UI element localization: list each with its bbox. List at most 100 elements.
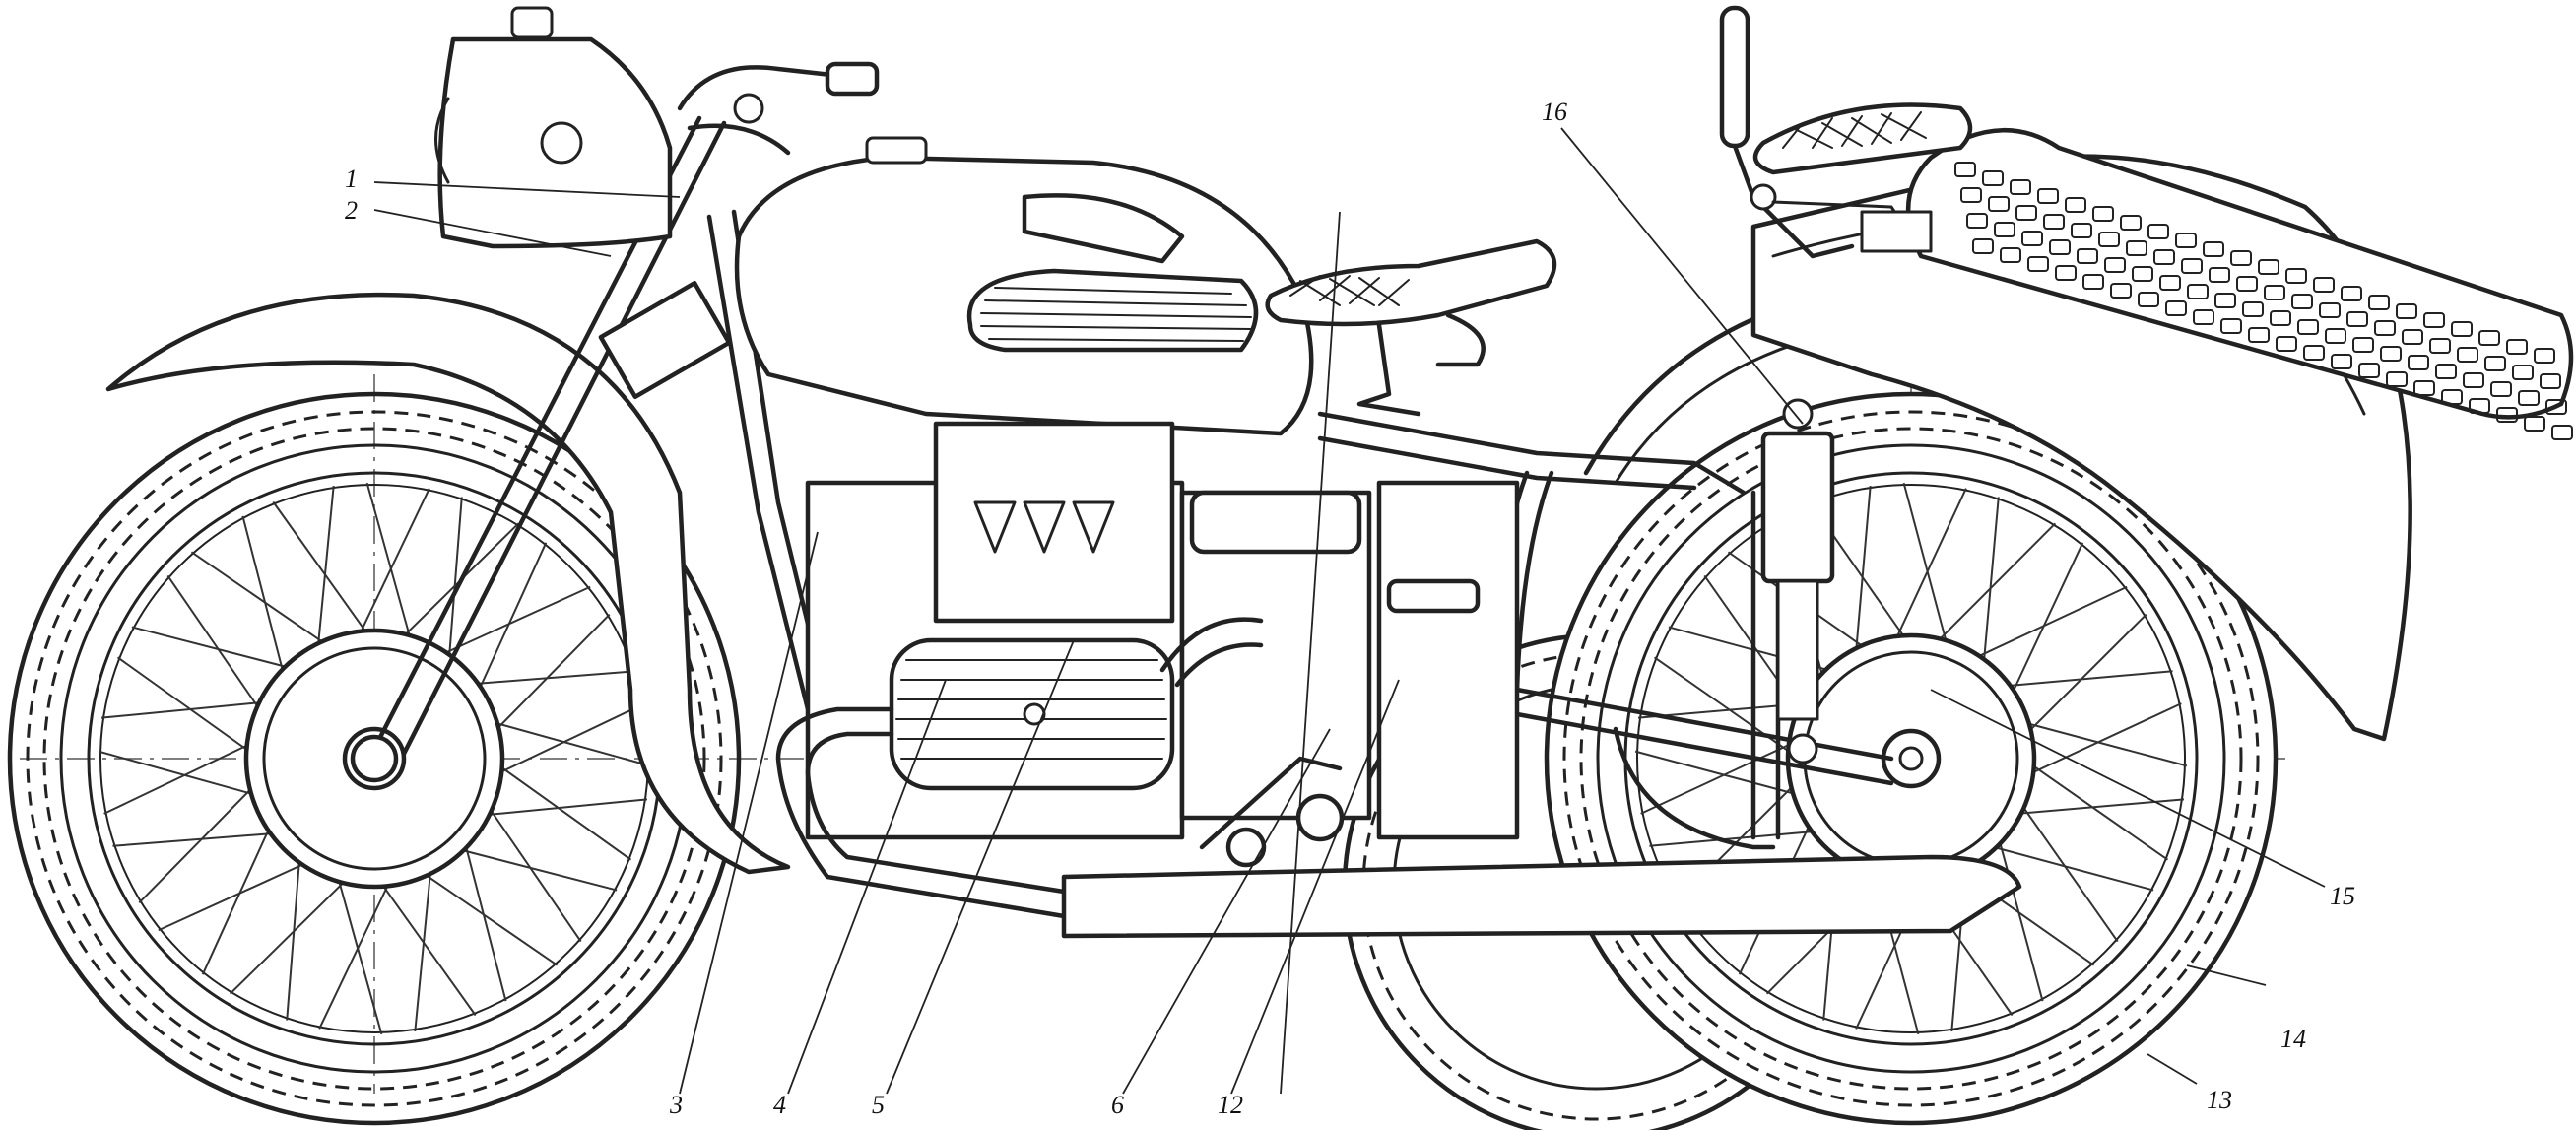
tread-block (2380, 346, 2402, 362)
tread-block (2423, 312, 2445, 328)
rider-seat (1265, 238, 1557, 417)
tread-block (2248, 327, 2270, 343)
tread-block (2429, 338, 2451, 354)
tread-block (2551, 425, 2573, 440)
tread-block (1994, 222, 2015, 237)
tread-block (2478, 330, 2500, 346)
tread-block (2540, 373, 2561, 389)
tread-block (2065, 197, 2086, 213)
tread-block (2147, 224, 2169, 239)
tread-block (2463, 372, 2484, 388)
tread-block (2104, 257, 2126, 273)
tread-block (1966, 213, 1988, 229)
tread-block (1972, 238, 1994, 254)
tread-block (2126, 240, 2147, 256)
tread-block (2049, 239, 2071, 255)
tread-block (2545, 399, 2567, 415)
tread-block (2358, 363, 2380, 378)
tread-block (2457, 347, 2478, 363)
tread-block (2082, 274, 2104, 290)
tread-block (2469, 398, 2490, 414)
tread-block (2236, 276, 2258, 292)
callout-16: 16 (1542, 98, 1567, 126)
tread-block (2214, 293, 2236, 308)
callout-12: 12 (1218, 1091, 1243, 1119)
tread-block (2496, 407, 2518, 423)
sidecar-seat (1752, 102, 1973, 175)
rear-shock-absorber (1760, 398, 1835, 764)
tread-block (2368, 295, 2390, 310)
tread-block (2021, 231, 2043, 246)
tread-block (2506, 339, 2528, 355)
tread-block (2396, 303, 2417, 319)
tread-block (2276, 336, 2297, 352)
tread-block (2285, 268, 2307, 284)
sidecar-grab-handle (1719, 5, 1933, 259)
tread-block (2484, 356, 2506, 371)
cylinder-head (889, 637, 1175, 791)
tread-block (1988, 196, 2010, 212)
tread-block (2159, 275, 2181, 291)
tread-block (2291, 294, 2313, 309)
rear-wheel (1544, 391, 2279, 1126)
tread-block (2220, 318, 2242, 334)
leader-lines (373, 127, 2326, 1095)
tread-block (2027, 256, 2049, 272)
tread-block (2181, 258, 2203, 274)
tread-block (2132, 266, 2153, 282)
tread-block (2303, 345, 2325, 361)
front-fender (105, 292, 791, 875)
tread-block (2077, 248, 2098, 264)
tread-block (2055, 265, 2077, 281)
tread-block (2187, 284, 2209, 299)
tread-block (2071, 223, 2092, 238)
callout-6: 6 (1111, 1091, 1124, 1119)
tread-block (2352, 337, 2374, 353)
tread-block (2209, 267, 2230, 283)
tread-block (2524, 416, 2545, 432)
tread-block (2193, 309, 2214, 325)
tread-block (2435, 364, 2457, 379)
tread-block (2000, 247, 2021, 263)
tread-block (2413, 380, 2435, 396)
fuel-tank (734, 136, 1314, 436)
headlight (434, 6, 673, 249)
tread-block (2258, 259, 2279, 275)
tread-block (2512, 365, 2534, 380)
handlebar (677, 61, 880, 156)
tread-block (2441, 389, 2463, 405)
callout-4: 4 (773, 1091, 786, 1119)
tread-block (2153, 249, 2175, 265)
tread-block (2098, 232, 2120, 247)
callout-13: 13 (2207, 1086, 2232, 1114)
tread-block (2110, 283, 2132, 299)
tread-block (2037, 188, 2059, 204)
callout-15: 15 (2330, 882, 2355, 910)
tread-block (2015, 205, 2037, 221)
tread-block (2408, 355, 2429, 370)
sidecar-spare-tire (1905, 127, 2574, 440)
tread-block (1982, 170, 2004, 186)
tread-block (2120, 215, 2142, 231)
tread-block (2297, 319, 2319, 335)
tread-block (2374, 320, 2396, 336)
engine (805, 421, 1520, 840)
tread-block (2138, 292, 2159, 307)
tread-block (2203, 241, 2224, 257)
tread-block (2331, 354, 2352, 369)
tread-block (2534, 348, 2555, 364)
tread-block (2242, 301, 2264, 317)
tread-block (2325, 328, 2346, 344)
tread-block (2043, 214, 2065, 230)
tread-block (2490, 381, 2512, 397)
tread-block (2386, 371, 2408, 387)
callout-14: 14 (2280, 1025, 2306, 1053)
tread-block (2175, 233, 2197, 248)
tank-badge (966, 268, 1259, 353)
tread-block (2451, 321, 2473, 337)
tread-block (2346, 311, 2368, 327)
tread-block (2518, 390, 2540, 406)
tread-block (2010, 179, 2031, 195)
